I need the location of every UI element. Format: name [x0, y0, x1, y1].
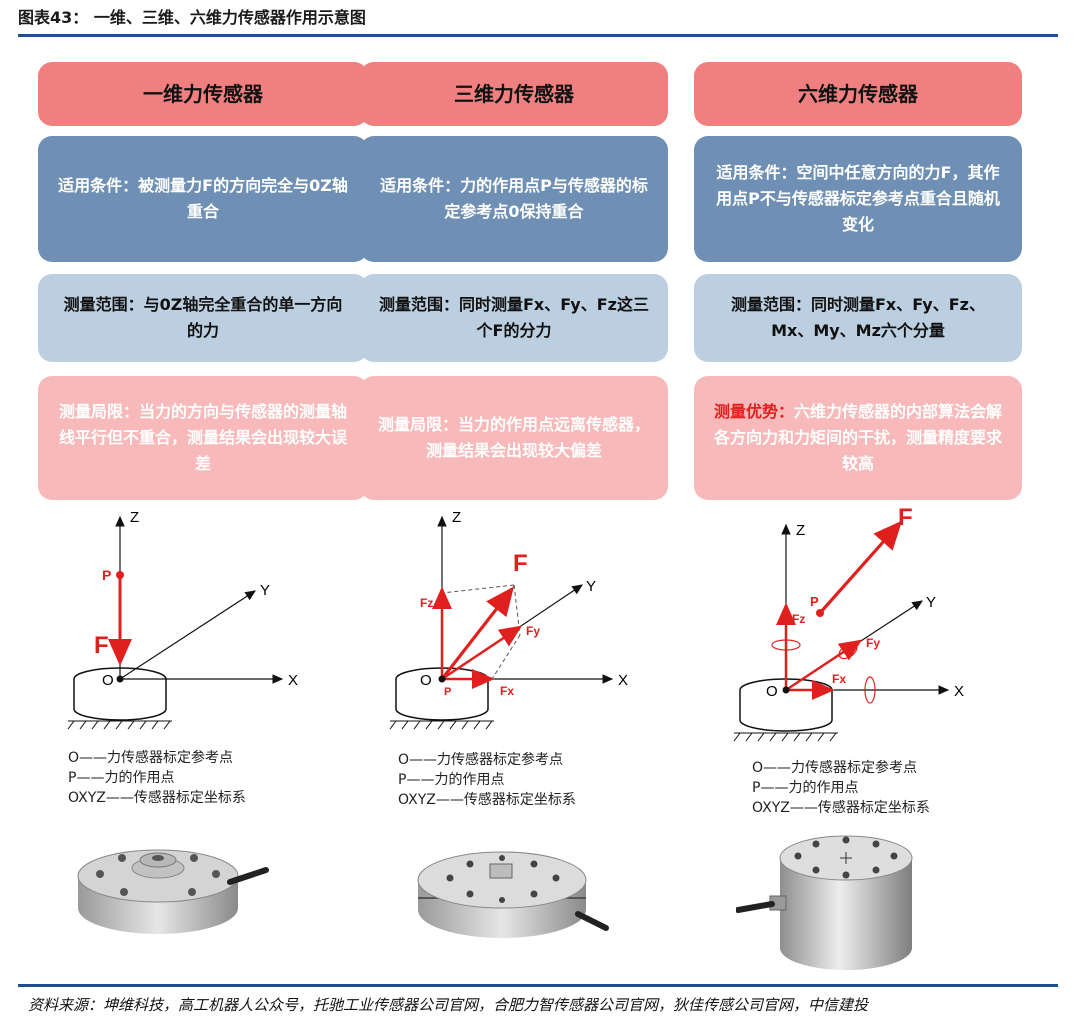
- condition-3d: 适用条件：力的作用点P与传感器的标定参考点0保持重合: [360, 136, 668, 262]
- label-z: Z: [796, 522, 805, 539]
- label-z: Z: [130, 509, 139, 526]
- range-6d: 测量范围：同时测量Fx、Fy、Fz、Mx、My、Mz六个分量: [694, 274, 1022, 362]
- source-note: 资料来源：坤维科技，高工机器人公众号，托驰工业传感器公司官网，合肥力智传感器公司…: [28, 996, 869, 1014]
- force-arrow: [440, 586, 514, 680]
- label-x: X: [954, 683, 964, 700]
- label-f: F: [94, 632, 109, 659]
- limit-6d-text: 六维力传感器的内部算法会解各方向力和力矩间的干扰，测量精度要求较高: [713, 402, 1003, 473]
- limit-3d: 测量局限：当力的作用点远离传感器，测量结果会出现较大偏差: [360, 376, 668, 500]
- footer-divider: [18, 984, 1058, 987]
- label-p: P: [444, 686, 451, 698]
- label-y: Y: [260, 582, 270, 599]
- label-x: X: [288, 672, 298, 689]
- label-p: P: [102, 567, 111, 583]
- range-1d: 测量范围：与0Z轴完全重合的单一方向的力: [38, 274, 368, 362]
- limit-6d-prefix: 测量优势：: [713, 402, 794, 421]
- title-1d: 一维力传感器: [38, 62, 368, 126]
- legend-6d: O——力传感器标定参考点 P——力的作用点 OXYZ——传感器标定坐标系: [752, 758, 930, 818]
- label-p: P: [810, 594, 819, 609]
- y-axis: [119, 590, 257, 680]
- label-fy: Fy: [866, 636, 880, 650]
- label-o: O: [420, 672, 432, 689]
- legend-3d: O——力传感器标定参考点 P——力的作用点 OXYZ——传感器标定坐标系: [398, 750, 576, 810]
- label-y: Y: [586, 578, 596, 595]
- limit-1d: 测量局限：当力的方向与传感器的测量轴线平行但不重合，测量结果会出现较大误差: [38, 376, 368, 500]
- diagram-6d: Z X Y F P Fz Fy Fx O: [733, 505, 964, 742]
- figure-title: 图表43： 一维、三维、六维力传感器作用示意图: [18, 8, 366, 27]
- label-fz: Fz: [792, 612, 805, 626]
- header-divider: [18, 34, 1058, 37]
- legend-oxyz: OXYZ——传感器标定坐标系: [398, 792, 576, 808]
- legend-1d: O——力传感器标定参考点 P——力的作用点 OXYZ——传感器标定坐标系: [68, 748, 246, 808]
- legend-o: O——力传感器标定参考点: [68, 750, 234, 766]
- legend-o: O——力传感器标定参考点: [752, 760, 918, 776]
- label-x: X: [618, 672, 628, 689]
- fy-arrow: [441, 625, 523, 681]
- legend-p: P——力的作用点: [68, 770, 175, 786]
- sensor-photo-6d: [736, 835, 913, 970]
- label-fx: Fx: [832, 672, 846, 686]
- fy-arrow: [785, 639, 863, 692]
- limit-6d: 测量优势：六维力传感器的内部算法会解各方向力和力矩间的干扰，测量精度要求较高: [694, 376, 1022, 500]
- label-y: Y: [926, 594, 936, 611]
- label-o: O: [766, 683, 778, 700]
- label-f: F: [513, 550, 528, 577]
- label-o: O: [102, 672, 114, 689]
- label-f: F: [898, 505, 913, 531]
- diagram-3d: Z X Y F Fz Fy Fx O P: [389, 509, 628, 730]
- condition-6d: 适用条件：空间中任意方向的力F，其作用点P不与传感器标定参考点重合且随机变化: [694, 136, 1022, 262]
- legend-p: P——力的作用点: [398, 772, 505, 788]
- sensor-photo-3d: [417, 851, 609, 938]
- title-3d: 三维力传感器: [360, 62, 668, 126]
- force-arrow: [818, 520, 903, 615]
- legend-oxyz: OXYZ——传感器标定坐标系: [68, 790, 246, 806]
- legend-o: O——力传感器标定参考点: [398, 752, 564, 768]
- title-6d: 六维力传感器: [694, 62, 1022, 126]
- label-z: Z: [452, 509, 461, 526]
- sensor-photo-1d: [77, 849, 269, 934]
- condition-1d: 适用条件：被测量力F的方向完全与0Z轴重合: [38, 136, 368, 262]
- label-fy: Fy: [526, 624, 540, 638]
- diagram-1d: Z X Y P F O: [67, 509, 298, 730]
- label-fx: Fx: [500, 684, 514, 698]
- legend-p: P——力的作用点: [752, 780, 859, 796]
- legend-oxyz: OXYZ——传感器标定坐标系: [752, 800, 930, 816]
- range-3d: 测量范围：同时测量Fx、Fy、Fz这三个F的分力: [360, 274, 668, 362]
- label-fz: Fz: [420, 596, 433, 610]
